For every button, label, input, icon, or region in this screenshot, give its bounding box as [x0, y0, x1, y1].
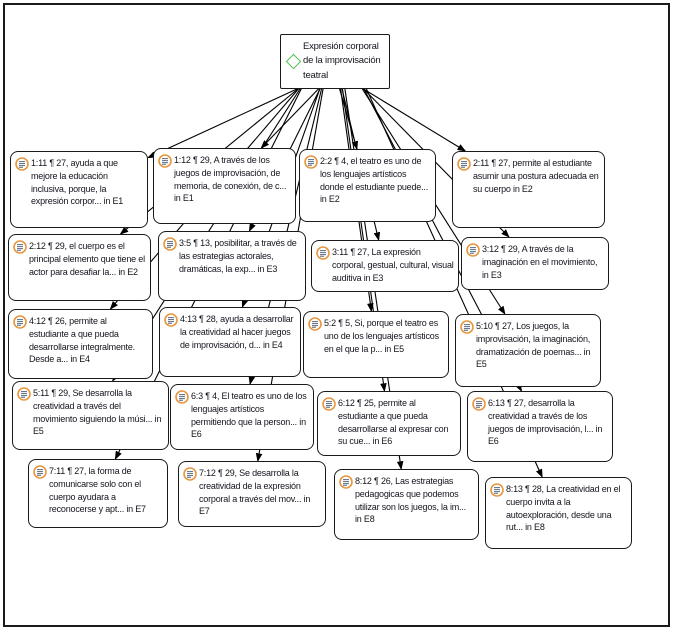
quotation-node[interactable]: 4:12 ¶ 26, permite al estudiante a que p… — [8, 309, 153, 379]
root-label: Expresión corporal de la improvisación t… — [303, 41, 381, 81]
quotation-label: 6:3 ¶ 4, El teatro es uno de los lenguaj… — [191, 391, 307, 440]
quotation-node[interactable]: 5:10 ¶ 27, Los juegos, la improvisación,… — [455, 314, 601, 387]
quotation-icon — [183, 467, 197, 481]
quotation-label: 8:13 ¶ 28, La creatividad en el cuerpo i… — [506, 484, 621, 533]
quotation-node[interactable]: 3:5 ¶ 13, posibilitar, a través de las e… — [158, 231, 306, 301]
quotation-label: 6:13 ¶ 27, desarrolla la creatividad a t… — [488, 398, 603, 447]
quotation-icon — [460, 320, 474, 334]
quotation-icon — [175, 390, 189, 404]
quotation-icon — [33, 465, 47, 479]
quotation-label: 8:12 ¶ 26, Las estrategias pedagogicas q… — [355, 476, 466, 525]
quotation-label: 5:11 ¶ 29, Se desarrolla la creatividad … — [33, 388, 162, 437]
quotation-node[interactable]: 6:12 ¶ 25, permite al estudiante a que p… — [317, 391, 461, 456]
quotation-node[interactable]: 2:11 ¶ 27, permite al estudiante asumir … — [452, 151, 605, 228]
quotation-icon — [17, 387, 31, 401]
quotation-icon — [490, 483, 504, 497]
quotation-icon — [466, 243, 480, 257]
diamond-icon — [285, 53, 302, 70]
quotation-label: 1:11 ¶ 27, ayuda a que mejore la educaci… — [31, 158, 124, 207]
quotation-node[interactable]: 6:13 ¶ 27, desarrolla la creatividad a t… — [467, 391, 613, 462]
quotation-node[interactable]: 5:11 ¶ 29, Se desarrolla la creatividad … — [12, 381, 169, 450]
quotation-label: 7:11 ¶ 27, la forma de comunicarse solo … — [49, 466, 146, 515]
quotation-node[interactable]: 6:3 ¶ 4, El teatro es uno de los lenguaj… — [170, 384, 314, 450]
quotation-icon — [13, 240, 27, 254]
quotation-node[interactable]: 8:13 ¶ 28, La creatividad en el cuerpo i… — [485, 477, 632, 549]
quotation-label: 2:2 ¶ 4, el teatro es uno de los lenguaj… — [320, 156, 428, 205]
quotation-label: 4:12 ¶ 26, permite al estudiante a que p… — [29, 316, 135, 365]
quotation-node[interactable]: 8:12 ¶ 26, Las estrategias pedagogicas q… — [334, 469, 479, 540]
quotation-label: 3:5 ¶ 13, posibilitar, a través de las e… — [179, 238, 297, 274]
quotation-label: 2:12 ¶ 29, el cuerpo es el principal ele… — [29, 241, 145, 277]
quotation-label: 2:11 ¶ 27, permite al estudiante asumir … — [473, 158, 599, 194]
root-node[interactable]: Expresión corporal de la improvisación t… — [280, 34, 390, 89]
quotation-node[interactable]: 7:12 ¶ 29, Se desarrolla la creatividad … — [178, 461, 326, 527]
quotation-node[interactable]: 1:11 ¶ 27, ayuda a que mejore la educaci… — [10, 151, 148, 228]
quotation-icon — [158, 154, 172, 168]
quotation-node[interactable]: 4:13 ¶ 28, ayuda a desarrollar la creati… — [159, 307, 301, 377]
quotation-node[interactable]: 1:12 ¶ 29, A través de los juegos de imp… — [153, 148, 296, 224]
quotation-label: 7:12 ¶ 29, Se desarrolla la creatividad … — [199, 468, 311, 517]
quotation-label: 4:13 ¶ 28, ayuda a desarrollar la creati… — [180, 314, 294, 350]
quotation-label: 3:11 ¶ 27, La expresión corporal, gestua… — [332, 247, 454, 283]
quotation-icon — [15, 157, 29, 171]
quotation-node[interactable]: 5:2 ¶ 5, Si, porque el teatro es uno de … — [303, 311, 449, 378]
quotation-node[interactable]: 7:11 ¶ 27, la forma de comunicarse solo … — [28, 459, 168, 528]
quotation-label: 5:2 ¶ 5, Si, porque el teatro es uno de … — [324, 318, 439, 354]
quotation-icon — [339, 475, 353, 489]
quotation-icon — [163, 237, 177, 251]
quotation-icon — [304, 155, 318, 169]
quotation-label: 5:10 ¶ 27, Los juegos, la improvisación,… — [476, 321, 591, 370]
quotation-icon — [316, 246, 330, 260]
quotation-icon — [322, 397, 336, 411]
quotation-label: 6:12 ¶ 25, permite al estudiante a que p… — [338, 398, 449, 447]
quotation-icon — [457, 157, 471, 171]
quotation-icon — [13, 315, 27, 329]
quotation-icon — [164, 313, 178, 327]
quotation-node[interactable]: 3:11 ¶ 27, La expresión corporal, gestua… — [311, 240, 459, 292]
quotation-node[interactable]: 3:12 ¶ 29, A través de la imaginación en… — [461, 237, 609, 290]
quotation-icon — [472, 397, 486, 411]
quotation-label: 1:12 ¶ 29, A través de los juegos de imp… — [174, 155, 287, 204]
quotation-label: 3:12 ¶ 29, A través de la imaginación en… — [482, 244, 598, 280]
quotation-node[interactable]: 2:2 ¶ 4, el teatro es uno de los lenguaj… — [299, 149, 436, 222]
quotation-node[interactable]: 2:12 ¶ 29, el cuerpo es el principal ele… — [8, 234, 151, 301]
quotation-icon — [308, 317, 322, 331]
